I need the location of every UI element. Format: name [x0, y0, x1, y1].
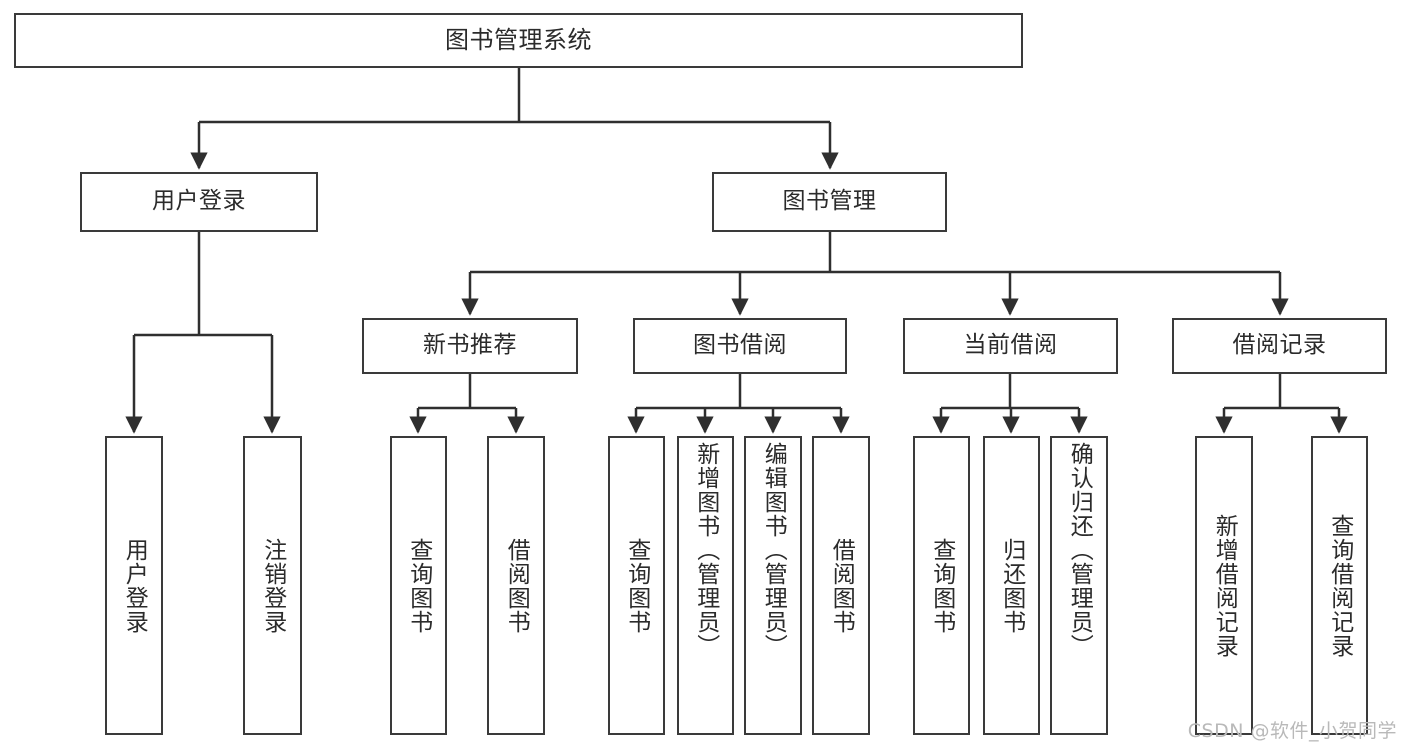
node-leaf-borrow-book-2[interactable]: 借阅图书	[812, 436, 870, 735]
node-leaf-query-book-2-label: 查询图书	[623, 537, 650, 634]
node-user-login[interactable]: 用户登录	[80, 172, 318, 232]
node-leaf-borrow-book-2-label: 借阅图书	[828, 537, 855, 634]
node-leaf-user-logout[interactable]: 注销登录	[243, 436, 302, 735]
csdn-watermark: CSDN @软件_小贺同学	[1187, 720, 1397, 742]
node-book-borrow[interactable]: 图书借阅	[633, 318, 847, 374]
node-leaf-query-book-1-label: 查询图书	[405, 537, 432, 634]
node-leaf-query-book-2[interactable]: 查询图书	[608, 436, 665, 735]
node-leaf-borrow-book-1-label: 借阅图书	[503, 537, 530, 634]
node-leaf-edit-book-label: 编辑图书（管理员）	[760, 442, 787, 658]
node-leaf-query-book-3[interactable]: 查询图书	[913, 436, 970, 735]
node-leaf-add-record[interactable]: 新增借阅记录	[1195, 436, 1253, 735]
node-borrow-record-label: 借阅记录	[1232, 332, 1327, 359]
node-root-system[interactable]: 图书管理系统	[14, 13, 1023, 68]
node-leaf-return-book-label: 归还图书	[998, 537, 1025, 634]
node-leaf-return-book[interactable]: 归还图书	[983, 436, 1040, 735]
node-leaf-user-login[interactable]: 用户登录	[105, 436, 163, 735]
node-root-system-label: 图书管理系统	[445, 26, 592, 55]
node-book-borrow-label: 图书借阅	[693, 332, 787, 359]
node-leaf-edit-book[interactable]: 编辑图书（管理员）	[744, 436, 802, 735]
node-user-login-label: 用户登录	[152, 188, 246, 215]
node-leaf-user-logout-label: 注销登录	[259, 537, 286, 634]
node-leaf-query-book-1[interactable]: 查询图书	[390, 436, 447, 735]
node-leaf-borrow-book-1[interactable]: 借阅图书	[487, 436, 545, 735]
node-new-book-recommend[interactable]: 新书推荐	[362, 318, 578, 374]
node-current-borrow-label: 当前借阅	[963, 332, 1058, 359]
node-leaf-query-book-3-label: 查询图书	[928, 537, 955, 634]
node-leaf-confirm-return-label: 确认归还（管理员）	[1066, 442, 1093, 658]
node-book-manage-label: 图书管理	[782, 188, 877, 215]
node-book-manage[interactable]: 图书管理	[712, 172, 947, 232]
node-leaf-add-record-label: 新增借阅记录	[1211, 513, 1238, 658]
node-borrow-record[interactable]: 借阅记录	[1172, 318, 1387, 374]
node-leaf-confirm-return[interactable]: 确认归还（管理员）	[1050, 436, 1108, 735]
node-leaf-query-record-label: 查询借阅记录	[1326, 513, 1353, 658]
node-leaf-user-login-label: 用户登录	[121, 537, 148, 634]
node-new-book-recommend-label: 新书推荐	[423, 332, 517, 359]
node-leaf-add-book-label: 新增图书（管理员）	[692, 442, 719, 658]
node-leaf-add-book[interactable]: 新增图书（管理员）	[677, 436, 734, 735]
node-leaf-query-record[interactable]: 查询借阅记录	[1311, 436, 1368, 735]
node-current-borrow[interactable]: 当前借阅	[903, 318, 1118, 374]
